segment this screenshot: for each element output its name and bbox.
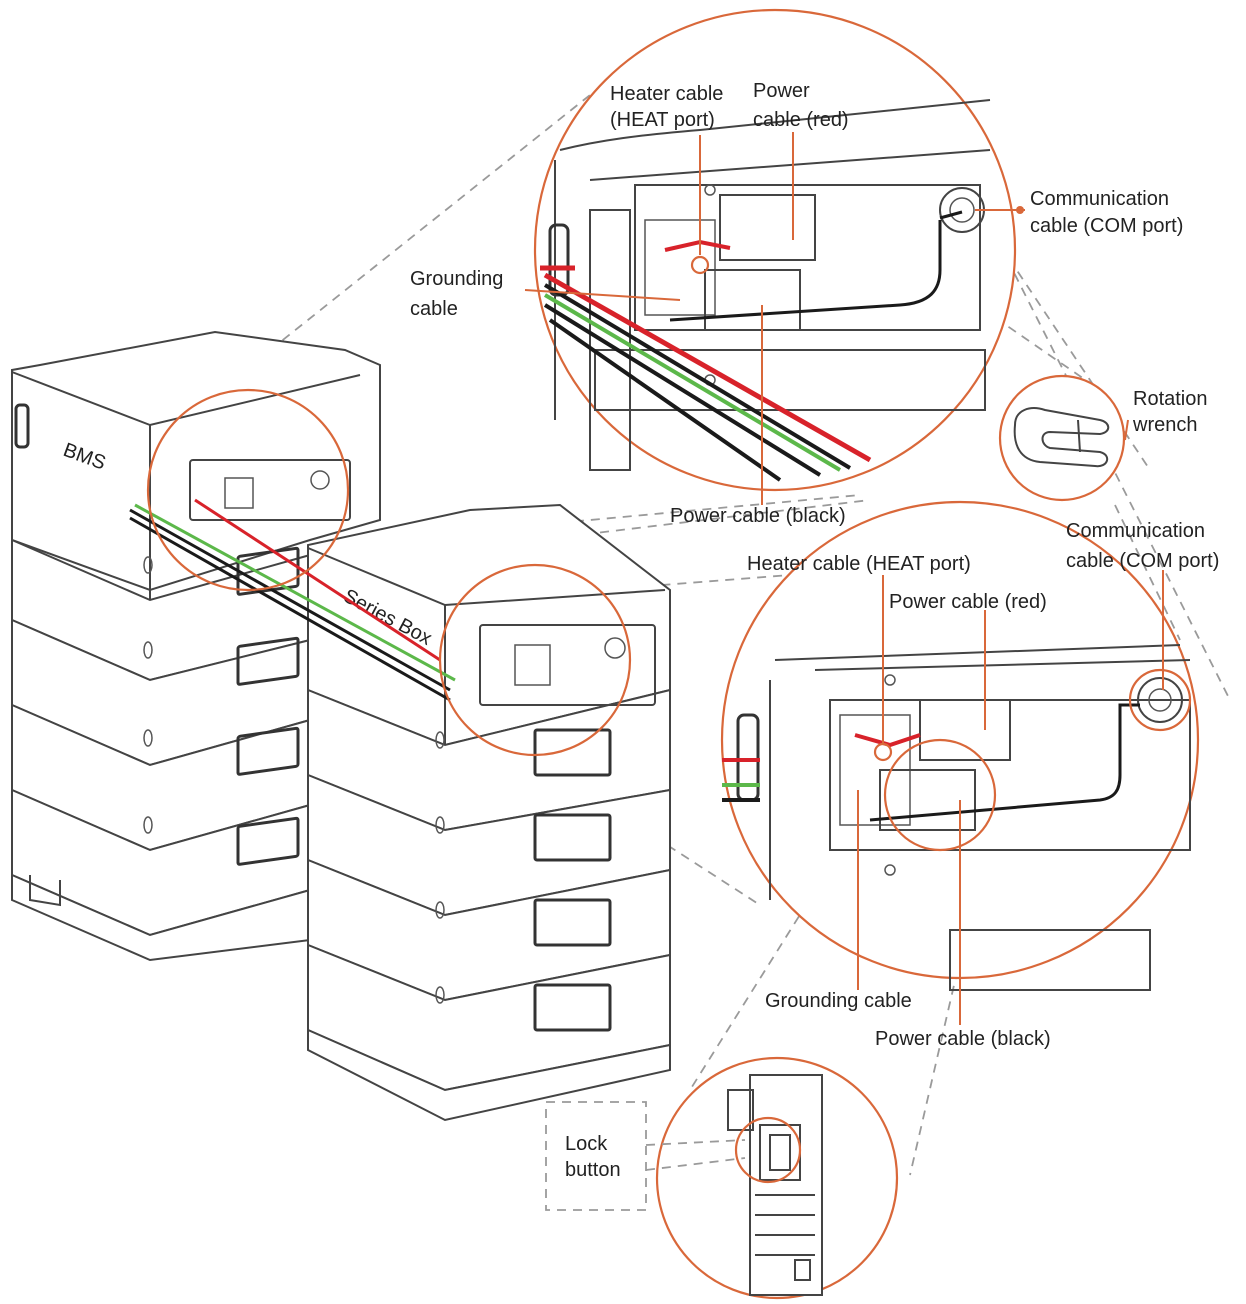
bottom-communication-label-2: cable (COM port) xyxy=(1066,550,1219,572)
bottom-power-red-label: Power cable (red) xyxy=(889,591,1047,613)
bottom-grounding-label: Grounding cable xyxy=(765,990,912,1012)
top-grounding-label-2: cable xyxy=(410,298,458,320)
rotation-wrench-detail xyxy=(998,374,1129,502)
lock-button-label-1: Lock xyxy=(565,1133,608,1155)
top-zoom-detail xyxy=(524,8,1025,505)
rotation-wrench-label-2: wrench xyxy=(1132,414,1197,436)
interconnect-cables xyxy=(129,498,456,702)
top-heater-cable-label-1: Heater cable xyxy=(610,83,723,105)
top-communication-label-2: cable (COM port) xyxy=(1030,215,1183,237)
bms-zoom-marker xyxy=(146,388,350,592)
series-box-battery-stack: Series Box xyxy=(307,503,671,1122)
top-communication-label-1: Communication xyxy=(1030,188,1169,210)
top-heater-cable-label-2: (HEAT port) xyxy=(610,109,715,131)
rotation-wrench-label-1: Rotation xyxy=(1133,388,1208,410)
top-power-red-label-2: cable (red) xyxy=(753,109,849,131)
lock-button-detail xyxy=(545,1056,899,1300)
series-box-zoom-marker xyxy=(438,563,632,757)
bottom-heater-cable-label: Heater cable (HEAT port) xyxy=(747,553,971,575)
bottom-power-black-label: Power cable (black) xyxy=(875,1028,1051,1050)
bottom-communication-label-1: Communication xyxy=(1066,520,1205,542)
bottom-zoom-detail xyxy=(720,500,1200,1025)
top-power-red-label-1: Power xyxy=(753,80,810,102)
top-grounding-label-1: Grounding xyxy=(410,268,503,290)
lock-button-label-2: button xyxy=(565,1159,621,1181)
top-power-black-label: Power cable (black) xyxy=(670,505,846,527)
